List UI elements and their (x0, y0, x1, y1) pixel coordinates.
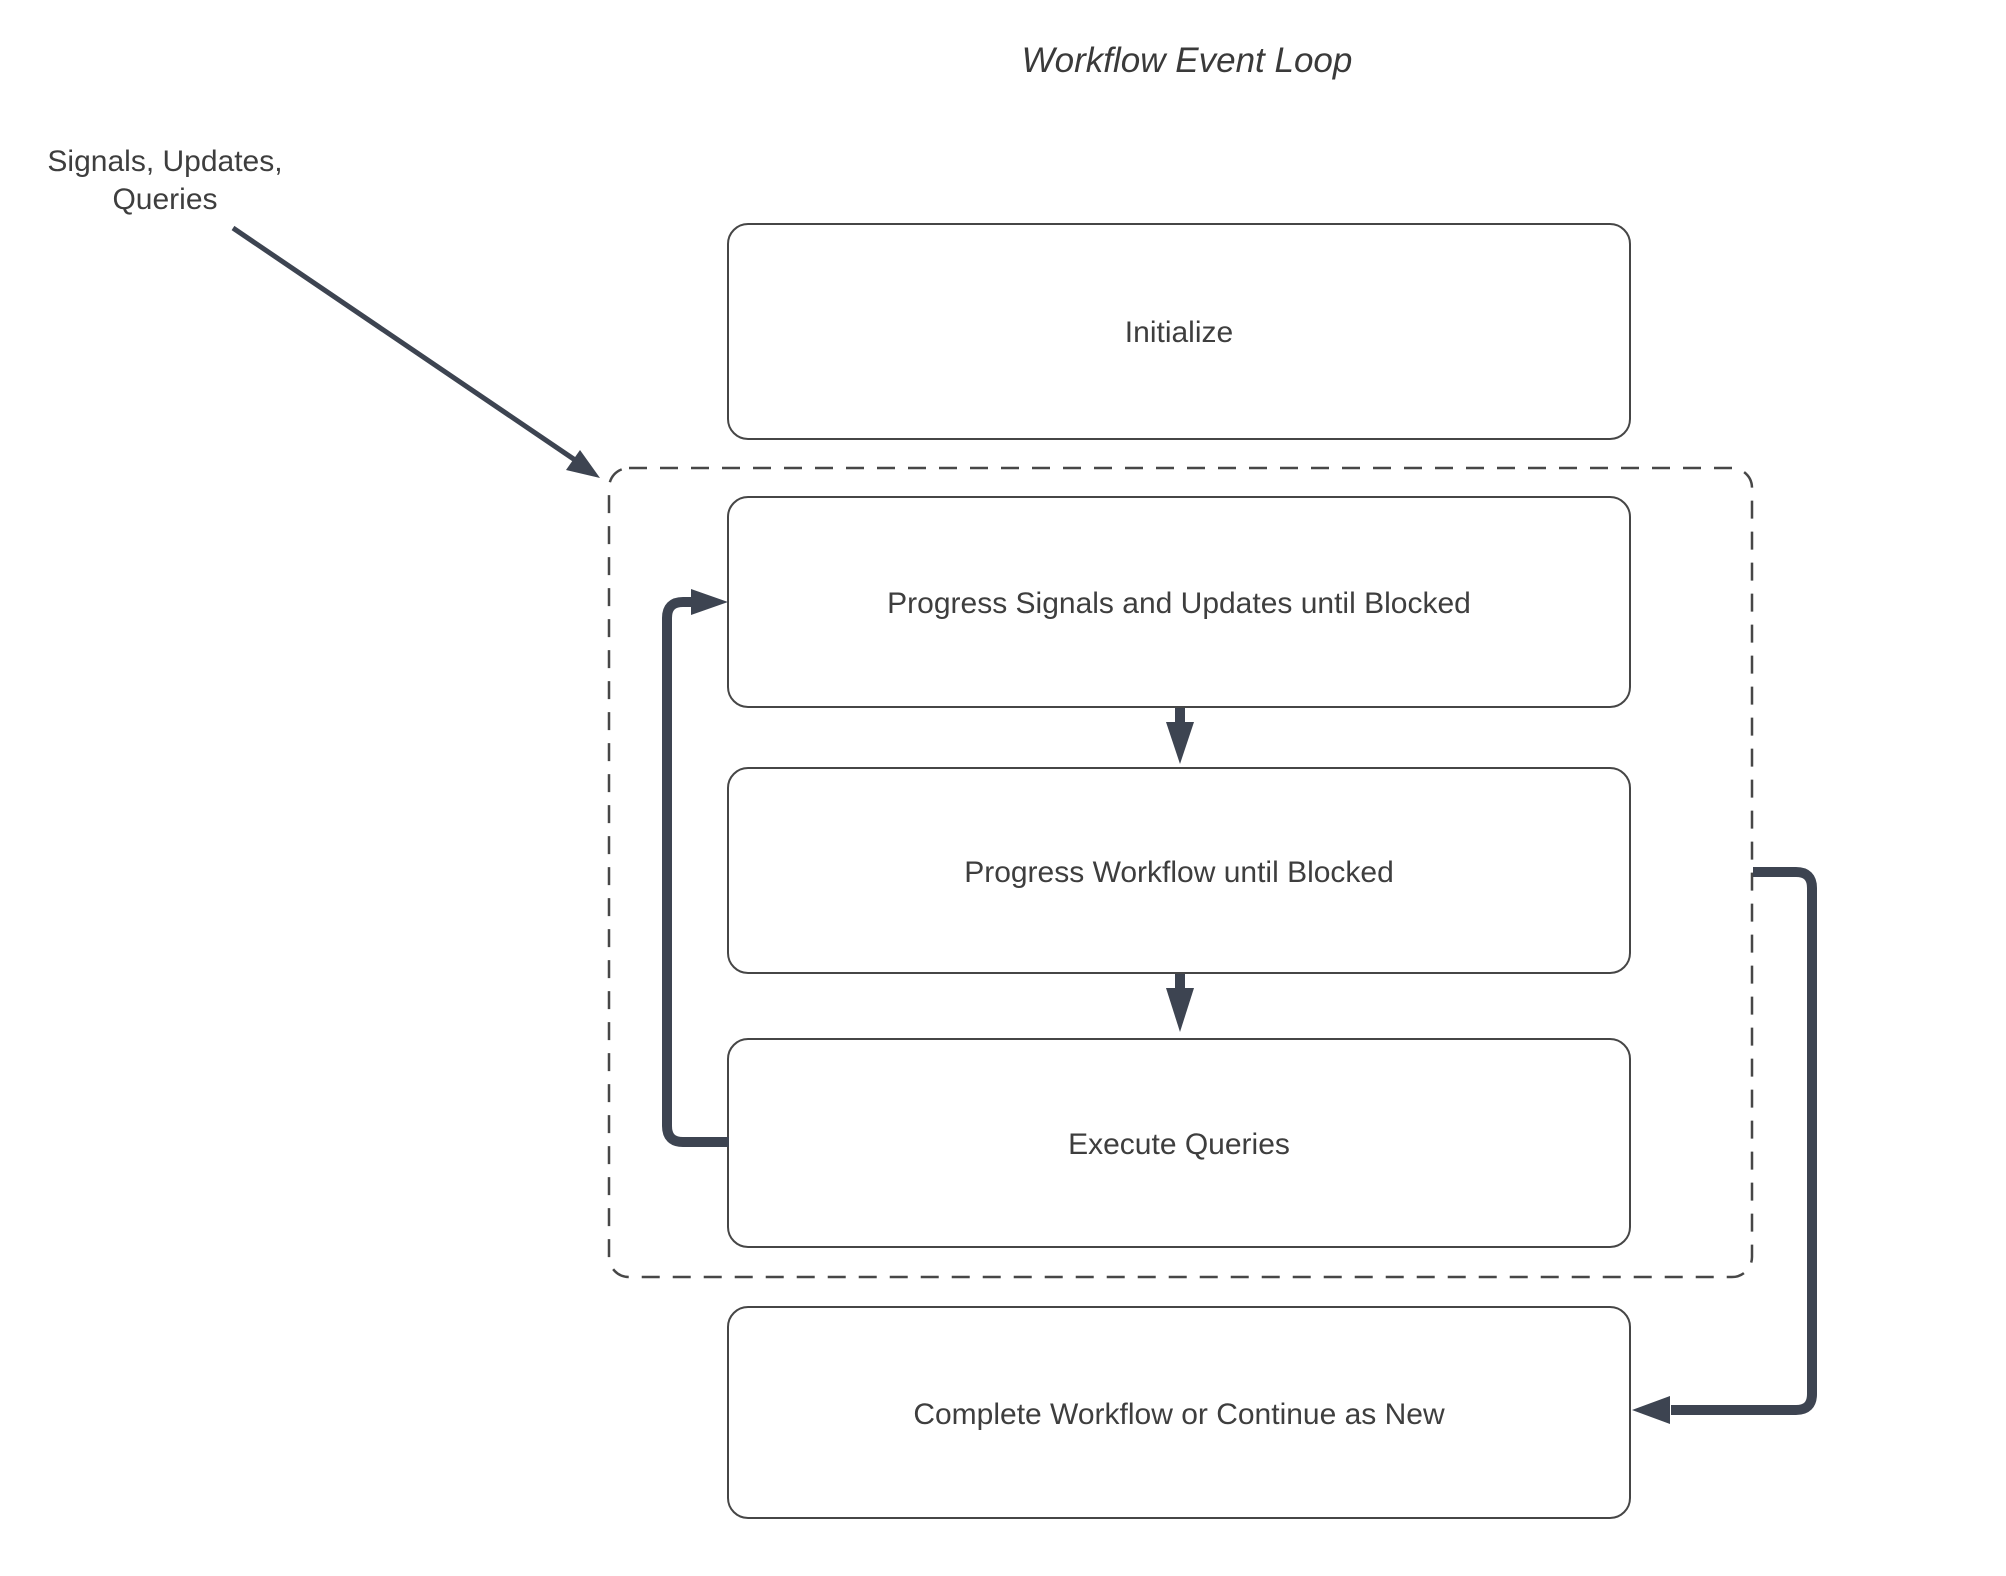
edge-queries-loop-back-arrowhead-icon (691, 589, 728, 615)
node-initialize: Initialize (727, 223, 1631, 440)
node-execute-queries: Execute Queries (727, 1038, 1631, 1248)
node-complete-workflow-box (727, 1306, 1631, 1519)
edge-loop-to-complete (1632, 867, 1817, 1424)
node-progress-workflow-box (727, 767, 1631, 974)
input-annotation-line1: Signals, Updates, (47, 145, 282, 178)
edge-signals-to-workflow (1166, 708, 1194, 764)
edge-loop-to-complete-line (1671, 867, 1817, 1415)
edge-workflow-to-queries (1166, 974, 1194, 1032)
node-progress-workflow-label: Progress Workflow until Blocked (964, 856, 1394, 889)
edge-queries-loop-back-line (662, 597, 729, 1147)
input-annotation-line2: Queries (112, 183, 217, 216)
node-execute-queries-label: Execute Queries (1068, 1128, 1290, 1161)
edge-workflow-to-queries-arrowhead-icon (1166, 988, 1194, 1032)
node-progress-signals: Progress Signals and Updates until Block… (727, 496, 1631, 708)
edge-signals-to-loop-line (231, 225, 580, 465)
event-loop-group-border (607, 466, 1754, 1279)
edge-signals-to-loop-arrowhead-icon (566, 450, 600, 478)
node-complete-workflow: Complete Workflow or Continue as New (727, 1306, 1631, 1519)
edge-signals-to-loop (231, 225, 600, 478)
node-progress-signals-label: Progress Signals and Updates until Block… (887, 587, 1471, 620)
edge-signals-to-workflow-arrowhead-icon (1166, 722, 1194, 764)
node-complete-workflow-label: Complete Workflow or Continue as New (913, 1398, 1445, 1431)
node-progress-workflow: Progress Workflow until Blocked (727, 767, 1631, 974)
edge-loop-to-complete-arrowhead-icon (1632, 1396, 1670, 1424)
diagram-title: Workflow Event Loop (1022, 41, 1353, 80)
node-initialize-label: Initialize (1125, 316, 1233, 349)
node-initialize-box (727, 223, 1631, 440)
edge-queries-loop-back (662, 589, 729, 1147)
